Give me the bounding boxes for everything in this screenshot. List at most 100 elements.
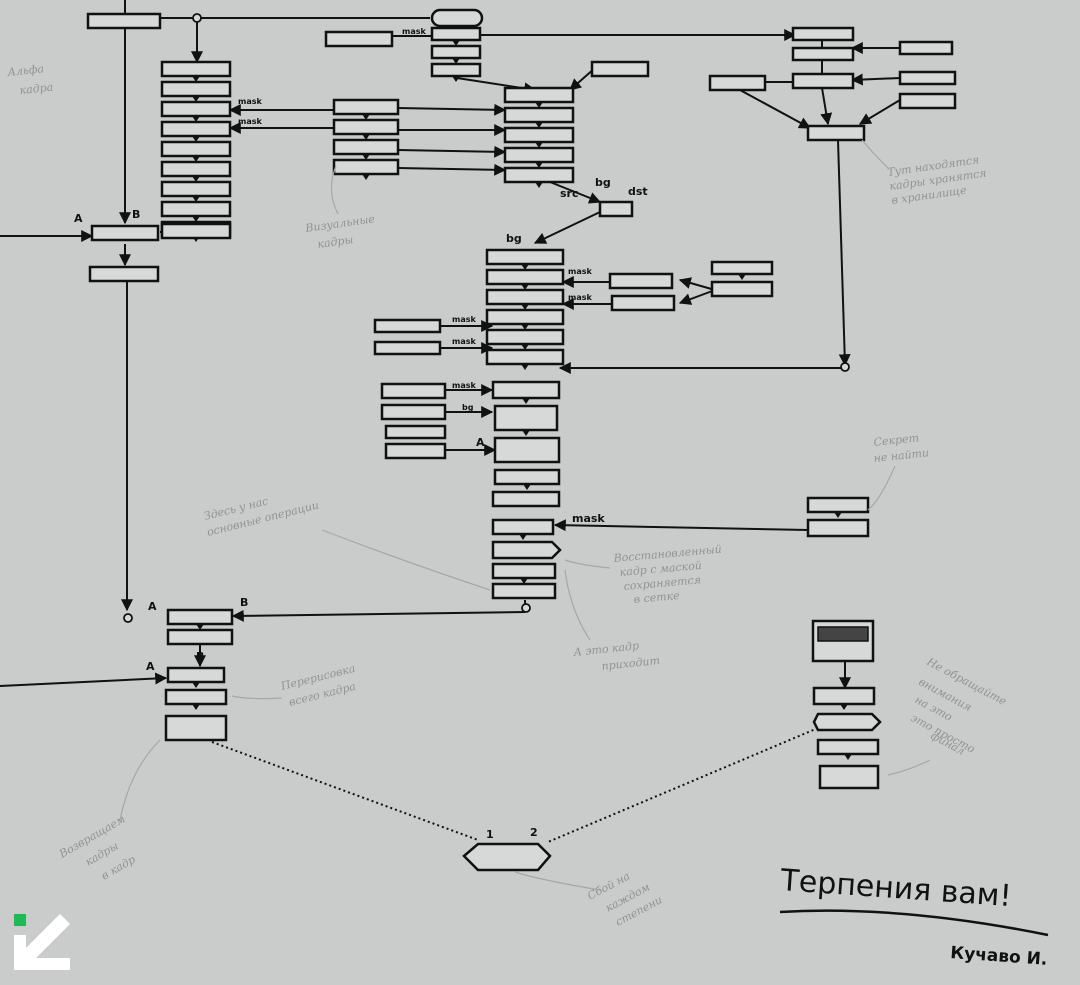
node-center-col-4 (503, 146, 575, 164)
node-tower-10 (493, 468, 561, 486)
label-bg-3: bg (462, 403, 474, 412)
node-feeder-2 (373, 340, 442, 356)
node-tower-1 (485, 248, 565, 266)
label-dst: dst (628, 185, 648, 198)
node-mask-col-3-notch (362, 154, 370, 160)
node-mask-col-4 (332, 158, 400, 176)
arrow-node-tower (491, 540, 562, 560)
node-left-col-3 (160, 100, 232, 118)
node-mask-col-2 (332, 118, 400, 136)
node-tower-6 (485, 348, 565, 366)
node-top-center-1-notch (452, 40, 460, 46)
signature: Терпения вам! Кучаво И. (778, 863, 1048, 970)
node-left-col-5 (160, 140, 232, 158)
node-ab-bottom (166, 608, 234, 626)
node-right-bottom-1 (812, 686, 876, 706)
node-left-col-5-notch (192, 156, 200, 162)
node-tower-2-notch (521, 284, 529, 290)
node-mask-col-1 (332, 98, 400, 116)
node-boxes (86, 12, 957, 790)
node-bottom-3 (166, 666, 226, 684)
node-left-col-2 (160, 80, 232, 98)
node-top-center-1 (430, 26, 482, 42)
label-input-2: 2 (530, 826, 538, 839)
node-feeder-6 (384, 442, 447, 460)
label-input-1: 1 (486, 828, 494, 841)
node-tower-2 (485, 268, 565, 286)
label-a-bottom: A (148, 600, 157, 613)
node-bottom-4-notch (192, 704, 200, 710)
junction-tower-bottom (521, 603, 531, 613)
node-tower-5 (485, 328, 565, 346)
label-a-top: A (74, 212, 83, 225)
node-left-col-7 (160, 180, 232, 198)
node-feeder-1 (373, 318, 442, 334)
node-center-col-2-notch (535, 122, 543, 128)
label-b-bottom: B (240, 596, 248, 609)
junction-a-bottom (123, 613, 133, 623)
node-center-col-1-notch (535, 102, 543, 108)
node-left-col-8-notch (192, 216, 200, 222)
junction-right (840, 362, 850, 372)
node-center-col-1 (503, 86, 575, 104)
faint-leaders (119, 139, 931, 891)
special-shapes (430, 8, 882, 872)
node-tower-12-notch (519, 534, 527, 540)
note-vosstan-4: в сетке (633, 589, 681, 606)
note-a-eto-2: приходит (601, 654, 661, 673)
node-feeder-3 (380, 382, 447, 400)
wires (0, 0, 1049, 937)
node-ab-top (90, 224, 160, 242)
node-left-col-2-notch (192, 96, 200, 102)
note-alpha-2: кадра (19, 81, 54, 97)
note-alpha: Альфа (6, 62, 45, 79)
label-bg-2: bg (595, 176, 611, 189)
note-sekret: Секрет (873, 431, 920, 449)
note-vizualnye: Визуальные (304, 212, 376, 235)
node-bottom-4 (164, 688, 228, 706)
node-top-center-input (324, 30, 394, 48)
note-sekret-2: не найти (873, 446, 930, 465)
label-mask-5: mask (568, 293, 592, 302)
node-center-col-5-notch (535, 182, 543, 188)
node-top-right-input (590, 60, 650, 78)
node-mask-src-2 (610, 294, 676, 312)
label-mask-8: mask (452, 381, 476, 390)
node-left-col-1-notch (192, 76, 200, 82)
node-mask-src-4 (710, 280, 774, 298)
node-left-col-4-notch (192, 136, 200, 142)
node-tower-3 (485, 288, 565, 306)
final-hex-node (462, 842, 552, 872)
node-feeder-4 (380, 403, 447, 421)
node-right-input-2 (898, 70, 957, 86)
node-mask-col-1-notch (362, 114, 370, 120)
node-mask-src-3-notch (738, 274, 746, 280)
logo-arrow-icon (14, 914, 70, 970)
node-tower-6-notch (521, 364, 529, 370)
node-center-col-2 (503, 106, 575, 124)
label-mask-6: mask (452, 315, 476, 324)
label-mask-7: mask (452, 337, 476, 346)
node-top-center-2-notch (452, 58, 460, 64)
label-mask-1: mask (238, 97, 262, 106)
node-right-1 (791, 26, 855, 42)
node-tower-1-notch (521, 264, 529, 270)
node-tower-5-notch (521, 344, 529, 350)
node-right-mask-2 (806, 518, 870, 538)
diagram-labels: A B A B A B A mask mask mask mask mask m… (74, 27, 648, 841)
node-left-col-6-notch (192, 176, 200, 182)
node-tower-12 (491, 518, 555, 536)
node-right-3 (791, 72, 855, 90)
node-left-col-8 (160, 200, 232, 218)
junction-top (192, 13, 202, 23)
node-tower-13 (491, 562, 557, 580)
node-right-bottom-3 (818, 764, 880, 790)
node-right-input-3 (898, 92, 957, 110)
node-tower-3-notch (521, 304, 529, 310)
node-tower-14 (491, 582, 557, 600)
signature-line-1: Терпения вам! (778, 863, 1012, 914)
label-mask-2: mask (238, 117, 262, 126)
node-right-input-1 (898, 40, 954, 56)
node-top-center-3 (430, 62, 482, 78)
